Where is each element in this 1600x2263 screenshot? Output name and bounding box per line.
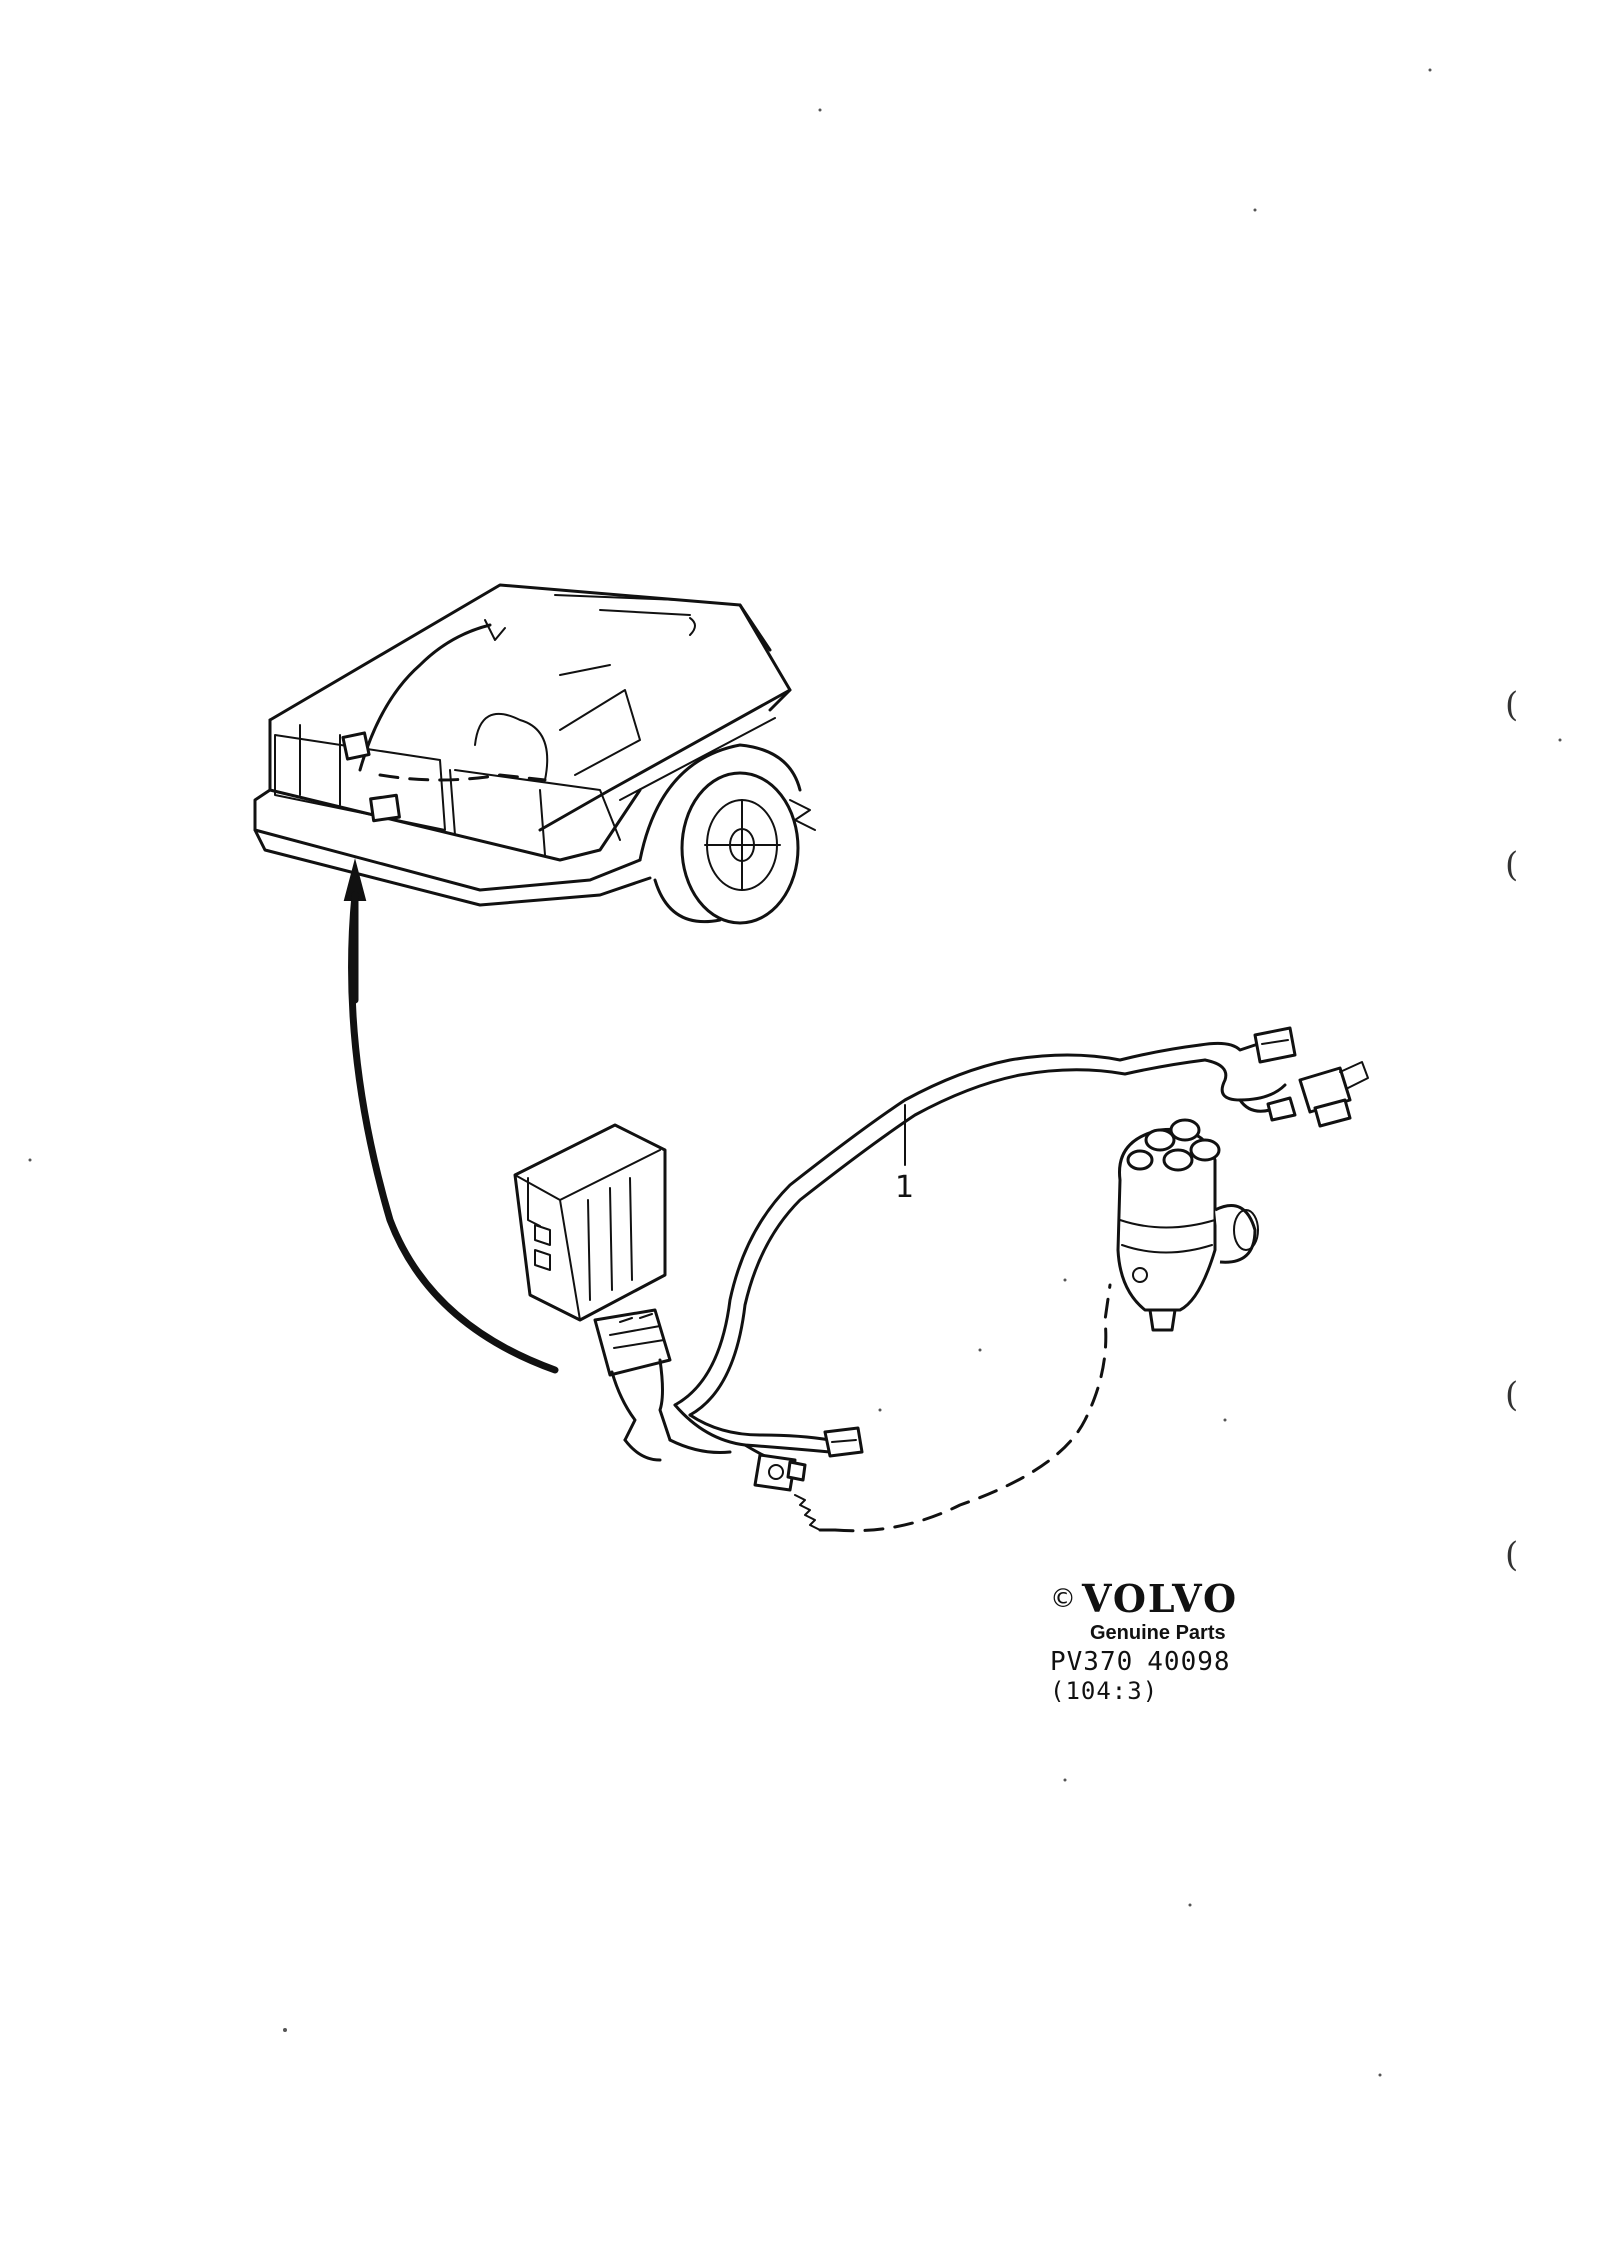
margin-mark-2: ( <box>1505 845 1519 885</box>
location-leader-line <box>348 891 559 1374</box>
margin-mark-4: ( <box>1505 1535 1519 1575</box>
brand-name: VOLVO <box>1082 1576 1239 1621</box>
scan-specks <box>28 68 1562 2077</box>
margin-mark-3: ( <box>1505 1375 1519 1415</box>
figure-reference: (104:3) <box>1050 1677 1159 1705</box>
pv-prefix: PV370 <box>1050 1647 1134 1677</box>
ignition-control-unit <box>513 1123 667 1322</box>
wiring-harness <box>593 1026 1369 1532</box>
wire-to-distributor <box>833 1283 1112 1533</box>
car-front-illustration <box>253 583 816 1004</box>
pv-reference: PV370 40098 <box>1050 1647 1310 1677</box>
pv-number: 40098 <box>1147 1647 1231 1677</box>
brand-row: © VOLVO <box>1050 1580 1310 1618</box>
volvo-logo-block: © VOLVO Genuine Parts PV370 40098 (104:3) <box>1050 1580 1310 1706</box>
genuine-parts-text: Genuine Parts <box>1090 1622 1226 1644</box>
copyright-symbol: © <box>1050 1584 1076 1614</box>
margin-mark-1: ( <box>1505 685 1519 725</box>
part-callout-1: 1 <box>895 1170 915 1205</box>
distributor-illustration <box>1116 1118 1259 1332</box>
